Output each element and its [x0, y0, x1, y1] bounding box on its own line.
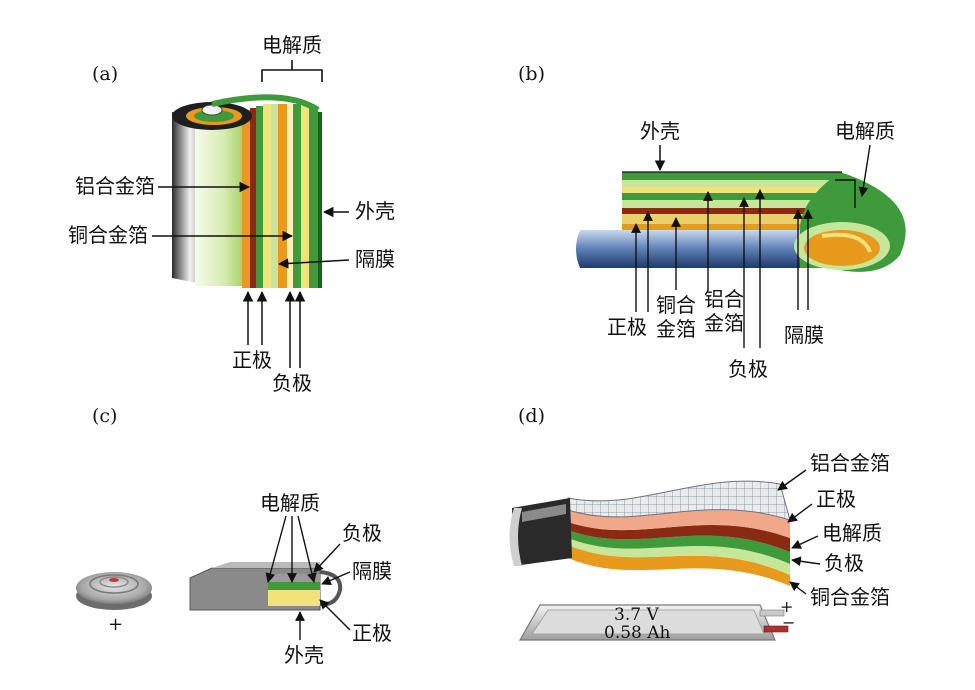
label-cathode-d: 正极	[816, 487, 856, 511]
coin-center	[109, 578, 119, 582]
label-al-foil-b-2: 金箔	[704, 311, 744, 335]
layer-yellow-b2	[622, 214, 842, 224]
layer-orange-a2	[278, 104, 287, 288]
arrow-cathode-d	[787, 503, 813, 523]
layer-green-b2	[622, 193, 842, 200]
label-al-foil-b-1: 铝合	[704, 287, 744, 311]
label-electrolyte-b: 电解质	[835, 119, 895, 143]
blue-tube	[576, 230, 800, 268]
roll-core	[201, 104, 223, 116]
arrow-electrolyte-c1	[265, 515, 287, 583]
arrow-cu-foil-d	[789, 581, 807, 595]
layer-red-b	[622, 208, 842, 214]
ribbon-pink	[568, 509, 790, 538]
ribbon-green	[568, 530, 790, 564]
layer-lightgreen-a	[271, 104, 278, 288]
separator-layer-c	[268, 582, 320, 590]
layer-yellow-b1	[622, 187, 842, 193]
coin-ring2	[99, 576, 129, 588]
layer-green-a3	[309, 108, 318, 288]
terminal-positive	[759, 609, 785, 617]
label-anode-d: 负极	[824, 551, 864, 575]
layer-green-a1	[256, 106, 263, 288]
label-electrolyte-c: 电解质	[260, 491, 320, 515]
layer-lightgreen-b2	[622, 200, 842, 208]
panel-d: (d) 铝合金箔 正极 电解质 负极 铜合金箔 3.7 V 0.58 Ah + …	[509, 405, 890, 643]
layer-lightgreen-b1	[622, 180, 842, 187]
layer-green-b1	[622, 172, 842, 180]
layer-shell-edge-a	[318, 112, 322, 288]
label-anode-b: 负极	[728, 357, 768, 381]
label-al-foil-a: 铝合金箔	[75, 174, 155, 198]
layer-yellow-a	[263, 104, 271, 288]
coin-face	[76, 572, 152, 604]
label-anode-c: 负极	[342, 521, 382, 545]
arrow-electrolyte-d	[791, 535, 819, 549]
panel-b-label: (b)	[518, 63, 545, 85]
label-shell-a: 外壳	[355, 199, 395, 223]
arrow-anode-d	[791, 556, 821, 567]
coin-ring1	[89, 574, 139, 594]
layer-orange-a	[242, 110, 250, 288]
roll-top-curve	[211, 94, 320, 113]
layer-red-a	[250, 108, 256, 288]
label-anode-a: 负极	[272, 371, 312, 395]
electrolyte-bracket-b	[835, 179, 856, 208]
terminal-plus-sign: +	[780, 597, 793, 616]
label-cathode-c: 正极	[352, 621, 392, 645]
layer-pale-a	[287, 104, 293, 288]
pouch-label-area	[531, 609, 765, 635]
panel-c-label: (c)	[92, 405, 117, 427]
arrow-cathode-c	[319, 599, 351, 631]
arrow-anode-c	[313, 543, 341, 573]
label-shell-b: 外壳	[640, 119, 680, 143]
layer-orange-b	[622, 224, 842, 230]
label-shell-c: 外壳	[284, 643, 324, 667]
pouch-voltage: 3.7 V	[614, 605, 659, 625]
rolled-end-inner	[821, 232, 872, 253]
electrolyte-bracket	[261, 60, 323, 82]
ribbon-lightgreen	[568, 538, 790, 575]
pouch-capacity: 0.58 Ah	[604, 623, 671, 643]
panel-c: (c) + 电解质 负极 隔膜 正极 外壳	[76, 405, 392, 667]
coin-top-edge	[212, 562, 320, 568]
panel-b: (b) 电解质 外壳 正极 铜合 金箔 铝合	[518, 63, 906, 381]
arrow-separator-a	[277, 258, 350, 269]
layer-green-a2	[293, 104, 301, 288]
jelly-roll	[195, 118, 243, 286]
terminal-negative	[763, 625, 789, 633]
terminal-minus-sign: −	[782, 613, 795, 632]
label-cathode-a: 正极	[232, 348, 272, 372]
rolled-core-shine	[509, 508, 522, 566]
label-cathode-b: 正极	[607, 315, 647, 339]
arrow-al-foil-d	[777, 469, 807, 491]
cathode-layer-c	[268, 590, 320, 606]
label-electrolyte-a: 电解质	[262, 33, 322, 57]
coin-plus-sign: +	[108, 614, 123, 635]
panel-a-label: (a)	[92, 63, 118, 85]
rolled-core-highlight	[522, 504, 566, 522]
label-cu-foil-a: 铜合金箔	[68, 223, 148, 247]
arrow-electrolyte-b	[858, 144, 871, 197]
label-cu-foil-d: 铜合金箔	[810, 585, 890, 609]
ribbon-orange	[568, 545, 790, 586]
label-al-foil-d: 铝合金箔	[810, 451, 890, 475]
label-separator-b: 隔膜	[784, 323, 824, 347]
label-cu-foil-b-1: 铜合	[656, 293, 696, 317]
ribbon-red	[568, 522, 790, 552]
label-separator-a: 隔膜	[355, 247, 395, 271]
panel-a: (a) 电解质 铝合金箔 铜合金箔 外壳 隔膜	[68, 33, 395, 395]
panel-d-label: (d)	[518, 405, 545, 427]
label-separator-c: 隔膜	[352, 559, 392, 583]
label-cu-foil-b-2: 金箔	[656, 317, 696, 341]
layer-yellow-a2	[301, 106, 309, 288]
arrow-electrolyte-c3	[297, 515, 317, 583]
label-electrolyte-d: 电解质	[822, 521, 882, 545]
arrow-separator-c	[321, 571, 351, 586]
